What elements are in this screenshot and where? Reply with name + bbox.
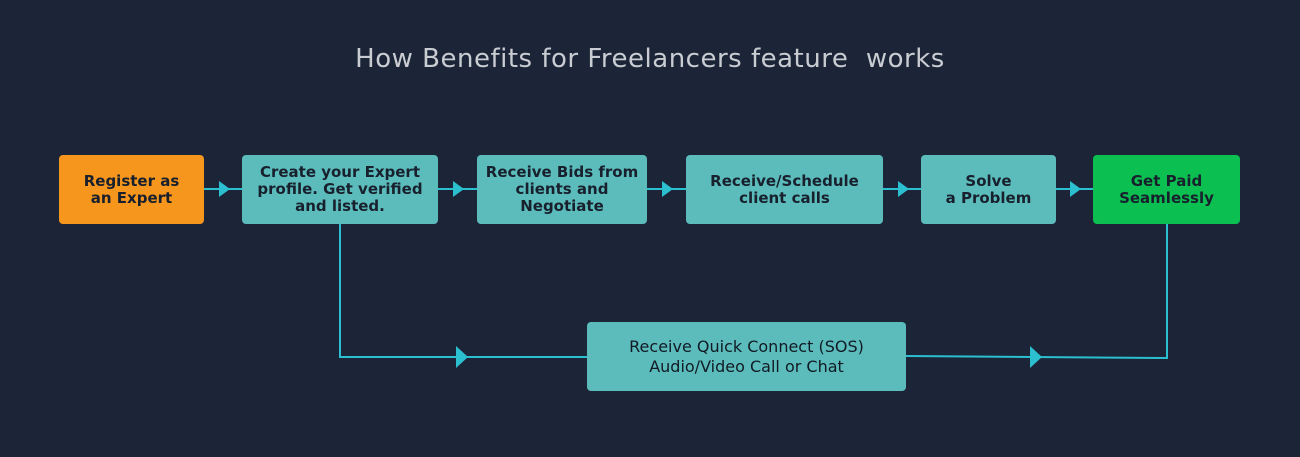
step-label: Get Paid Seamlessly (1119, 171, 1214, 207)
arrow-head-icon (898, 181, 909, 197)
step-schedule-calls: Receive/Schedule client calls (686, 155, 883, 224)
step-label: Receive Quick Connect (SOS) Audio/Video … (629, 336, 864, 376)
step-label: Solve a Problem (945, 171, 1032, 207)
step-receive-bids: Receive Bids from clients and Negotiate (477, 155, 647, 224)
arrow-head-icon (1070, 181, 1081, 197)
step-get-paid: Get Paid Seamlessly (1093, 155, 1240, 224)
arrow-head-icon (456, 346, 468, 368)
arrow-head-icon (453, 181, 464, 197)
step-create-profile: Create your Expert profile. Get verified… (242, 155, 438, 224)
diagram-title: How Benefits for Freelancers feature wor… (355, 44, 945, 74)
step-solve-problem: Solve a Problem (921, 155, 1056, 224)
step-label: Create your Expert profile. Get verified… (257, 163, 423, 215)
connector-2-to-sos (339, 224, 587, 358)
step-label: Receive Bids from clients and Negotiate (485, 163, 639, 215)
arrow-head-icon (219, 181, 230, 197)
step-label: Receive/Schedule client calls (710, 171, 859, 207)
connector-sos-to-6 (905, 224, 1168, 360)
arrow-head-icon (662, 181, 673, 197)
step-quick-connect: Receive Quick Connect (SOS) Audio/Video … (587, 322, 906, 391)
step-label: Register as an Expert (83, 171, 180, 207)
arrow-head-icon (1030, 346, 1042, 368)
step-register: Register as an Expert (59, 155, 204, 224)
